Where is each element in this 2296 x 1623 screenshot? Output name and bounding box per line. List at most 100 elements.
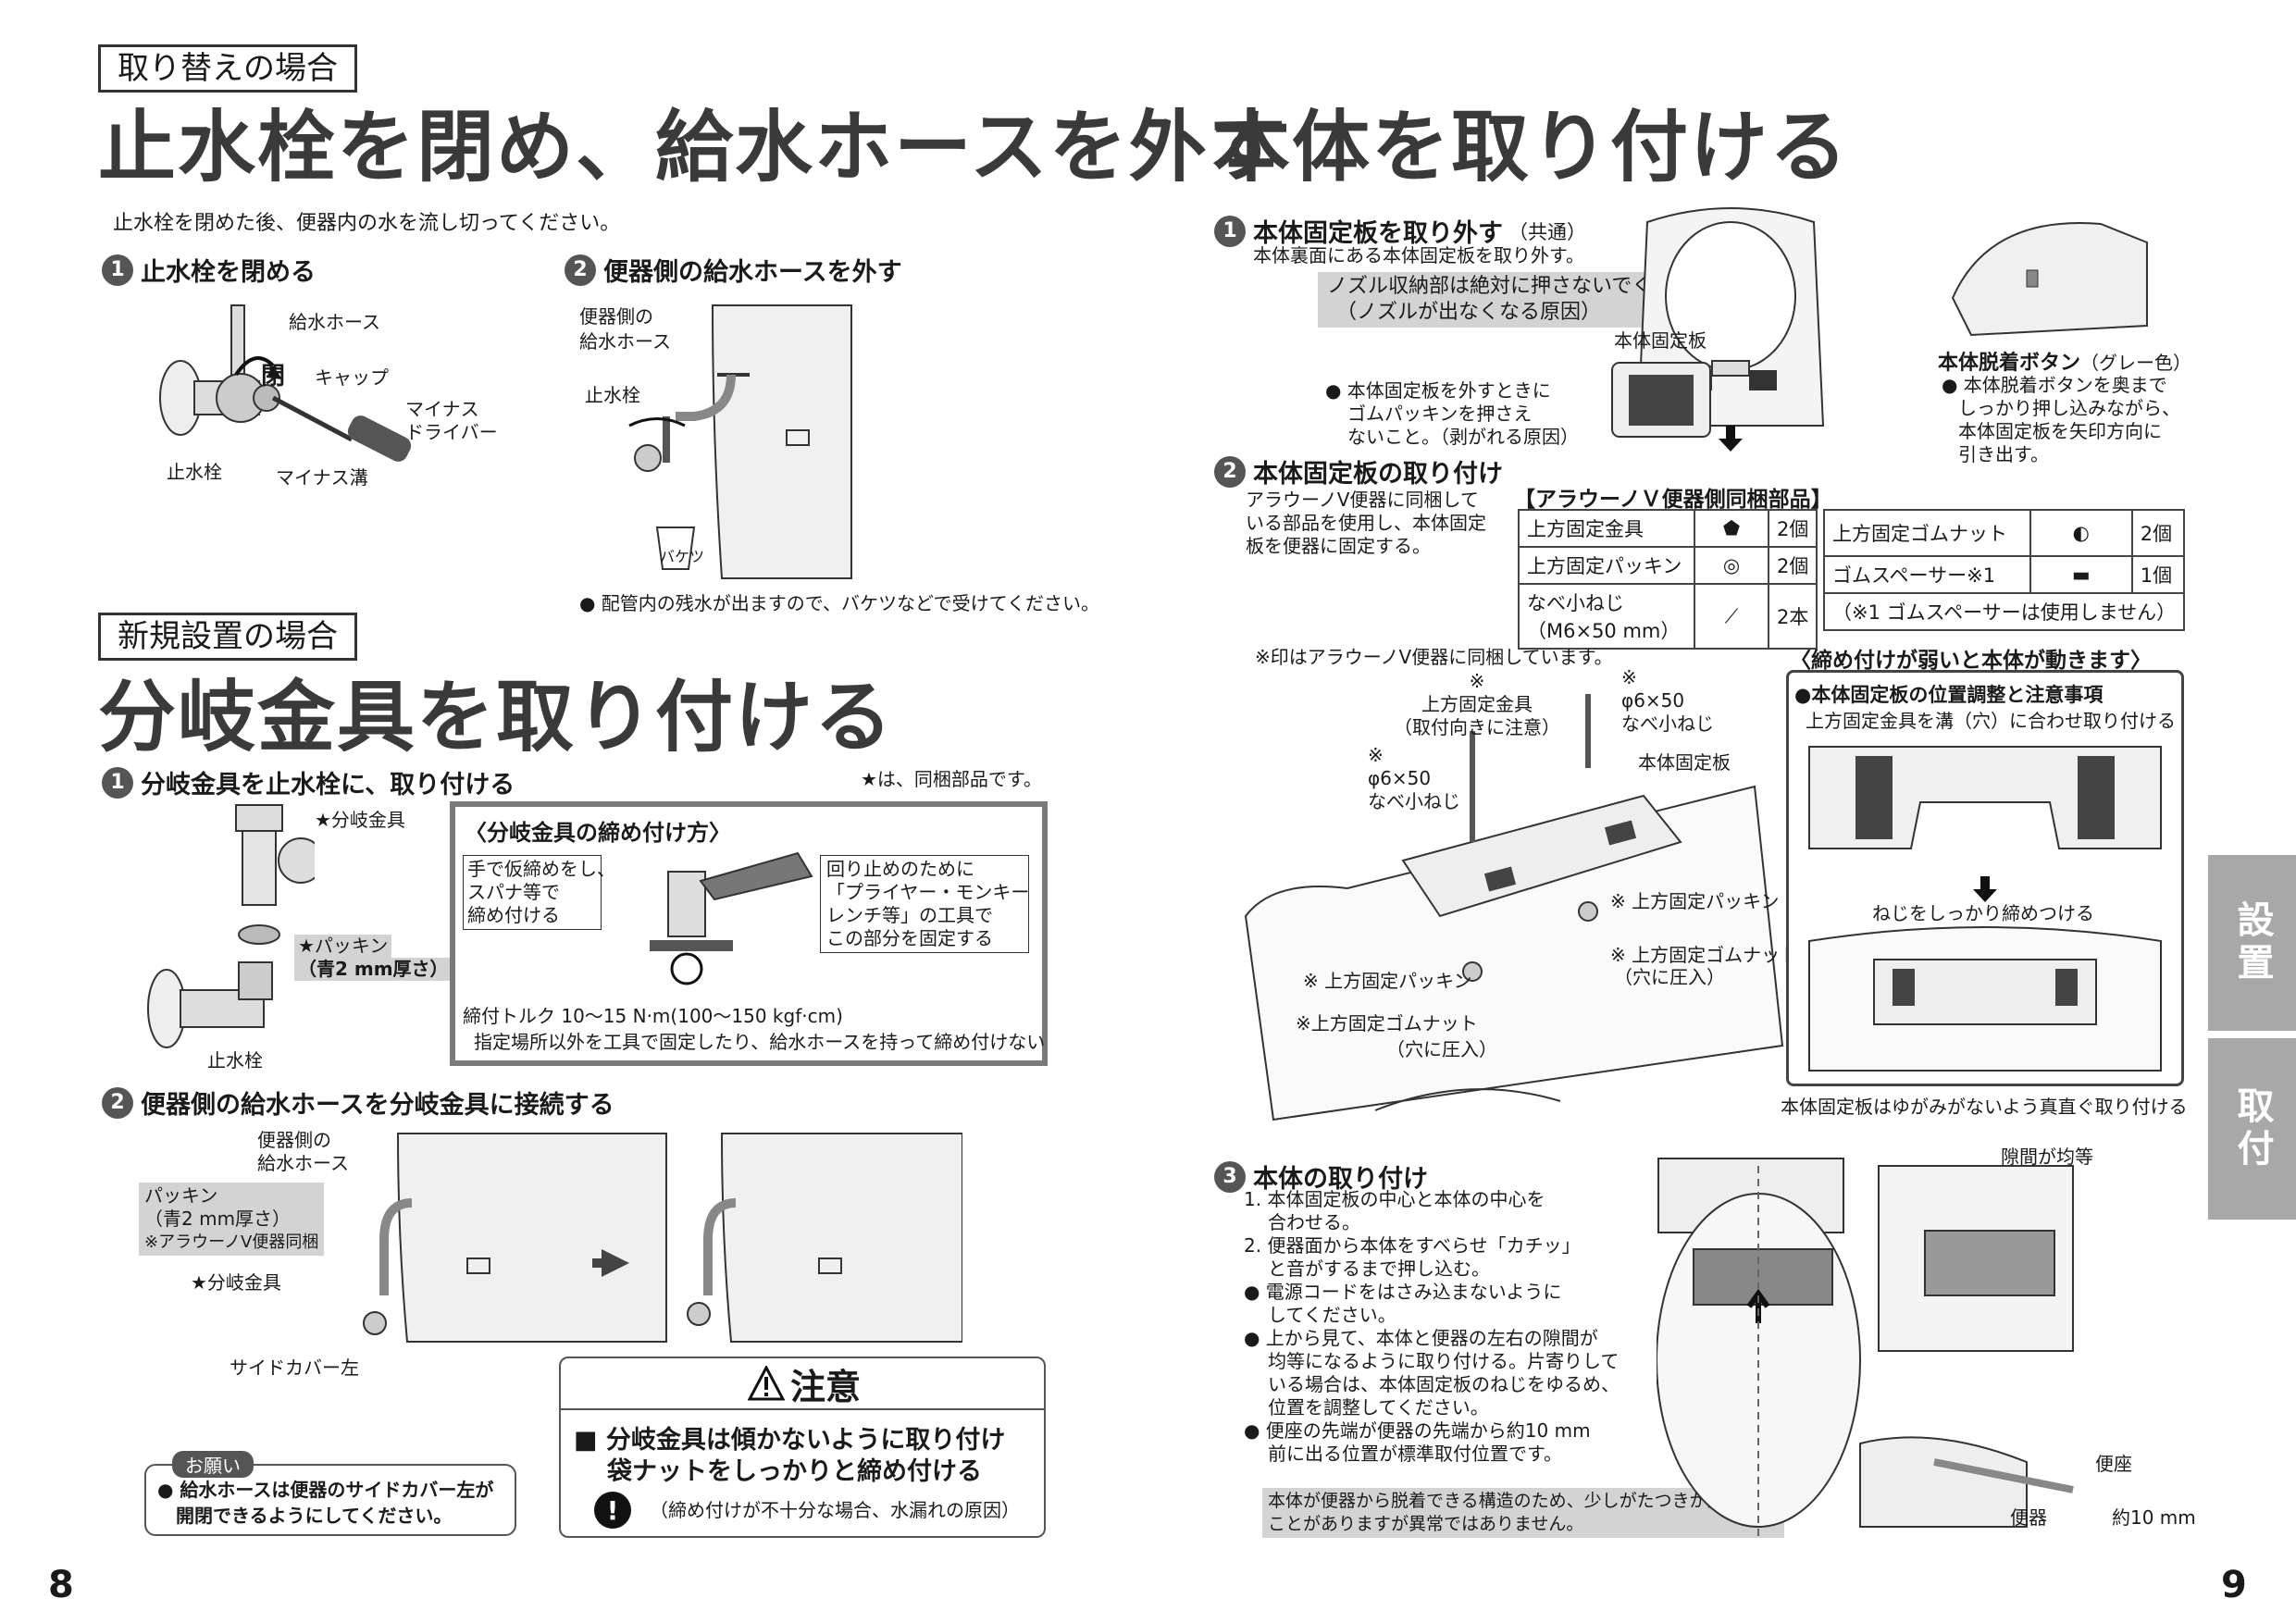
wrench-illustration — [650, 851, 813, 985]
packing-left-label: ※ 上方固定パッキン — [1303, 970, 1472, 992]
plate-alignment-illustration — [1808, 746, 2162, 1072]
rubber-note: ● 本体固定板を外すときに ゴムパッキンを押さえ ないこと。（剥がれる原因） — [1325, 379, 1579, 449]
nut-left-label-2: （穴に圧入） — [1386, 1038, 1497, 1060]
screw-label-right: ※ φ6×50 なべ小ねじ — [1621, 666, 1714, 736]
step-connect-hose: 2 便器側の給水ホースを分岐金具に接続する — [102, 1084, 614, 1121]
instruction-line: と音がするまで押し込む。 — [1268, 1258, 1490, 1280]
part-name: なべ小ねじ（M6×50 mm） — [1518, 583, 1695, 650]
adjust-title: ●本体固定板の位置調整と注意事項 — [1794, 684, 2104, 706]
step-label: 本体の取り付け — [1253, 1165, 1428, 1194]
release-button-title: 本体脱着ボタン（グレー色） — [1938, 346, 2191, 376]
part-qty: 2本 — [1767, 583, 1818, 650]
approx-label: 約10 mm — [2112, 1506, 2196, 1529]
plate-label-exploded: 本体固定板 — [1638, 751, 1731, 774]
part-icon: ▬ — [2029, 555, 2133, 594]
panel-left-note-line: 手で仮締めをし、 — [467, 858, 615, 880]
parts-table-right: 上方固定ゴムナット◐2個 ゴムスペーサー※1▬1個 （※1 ゴムスペーサーは使用… — [1822, 509, 2186, 631]
rubber-packing-detail — [1611, 362, 1711, 438]
tab-install[interactable]: 取付 — [2208, 1038, 2296, 1220]
bracket-label-line: ※ — [1469, 670, 1485, 692]
instruction-line: 2. 便器面から本体をすべらせ「カチッ」 — [1244, 1234, 1581, 1257]
warning-triangle-icon — [747, 1366, 785, 1401]
bowl-label: 便器 — [2010, 1506, 2047, 1529]
part-icon: ⬟ — [1694, 509, 1769, 548]
instruction-line: いる場合は、本体固定板のねじをゆるめ、 — [1268, 1373, 1620, 1395]
step-label: 分岐金具を止水栓に、取り付ける — [141, 771, 515, 799]
tab-setup[interactable]: 設置 — [2208, 855, 2296, 1031]
label-plate: 本体固定板 — [1614, 329, 1706, 352]
step-remove-plate: 1 本体固定板を取り外す （共通） — [1214, 213, 1586, 249]
label-close: 閉 — [261, 363, 286, 390]
bracket-label: ※ 上方固定金具 （取付向きに注意） — [1394, 670, 1560, 739]
label-valve: 止水栓 — [167, 461, 222, 483]
panel-left-note: 手で仮締めをし、 スパナ等で 締め付ける — [463, 855, 615, 930]
step-label: 止水栓を閉める — [141, 258, 316, 287]
step-number: 2 — [1214, 455, 1246, 488]
step-attach-fitting: 1 分岐金具を止水栓に、取り付ける — [102, 764, 515, 800]
intro-text: 止水栓を閉めた後、便器内の水を流し切ってください。 — [113, 212, 621, 235]
step-attach-unit: 3 本体の取り付け — [1214, 1158, 1428, 1195]
tightening-warning: 指定場所以外を工具で固定したり、給水ホースを持って締め付けない — [474, 1031, 1046, 1053]
panel-right-note-line: この部分を固定する — [826, 927, 993, 949]
step-label: 便器側の給水ホースを分岐金具に接続する — [141, 1091, 614, 1120]
attach-unit-instructions: 1. 本体固定板の中心と本体の中心を 合わせる。 2. 便器面から本体をすべらせ… — [1244, 1188, 1620, 1466]
screw-label-line: なべ小ねじ — [1621, 712, 1714, 735]
step-attach-plate: 2 本体固定板の取り付け — [1214, 453, 1503, 489]
caution-line: ■ 分岐金具は傾かないように取り付け — [574, 1426, 1006, 1455]
label-packing-1: ★パッキン — [294, 935, 392, 958]
label-branch-fitting: ★分岐金具 — [315, 809, 405, 831]
loose-warning-title: 〈締め付けが弱いと本体が動きます〉 — [1790, 649, 2152, 673]
packing-callout-line: ※アラウーノV便器同梱 — [144, 1233, 319, 1252]
step-suffix: （共通） — [1508, 220, 1586, 243]
part-qty: 2個 — [1767, 509, 1818, 548]
position-adjust-box: ●本体固定板の位置調整と注意事項 上方固定金具を溝（穴）に合わせ取り付ける ねじ… — [1786, 670, 2184, 1086]
label-valve-3: 止水栓 — [207, 1049, 263, 1072]
step-label: 本体固定板の取り付け — [1253, 460, 1503, 489]
step-number: 3 — [1214, 1160, 1246, 1193]
attach-plate-desc: アラウーノV便器に同梱して いる部品を使用し、本体固定 板を便器に固定する。 — [1246, 489, 1486, 558]
caution-title: 注意 — [789, 1366, 861, 1407]
rattle-note: 本体が便器から脱着できる構造のため、少しがたつきが生じる ことがありますが異常で… — [1262, 1488, 1784, 1538]
bracket-label-line: 上方固定金具 — [1421, 693, 1533, 715]
caution-reason: （締め付けが不十分な場合、水漏れの原因） — [650, 1499, 1020, 1521]
table-row: （※1 ゴムスペーサーは使用しません） — [1822, 592, 2186, 631]
rubber-note-line: ゴムパッキンを押さえ — [1347, 403, 1533, 425]
release-note-line: しっかり押し込みながら、 — [1958, 397, 2180, 419]
step-close-valve: 1 止水栓を閉める — [102, 252, 316, 288]
release-note-line: 本体固定板を矢印方向に — [1958, 420, 2162, 442]
step-number: 1 — [102, 254, 133, 286]
gap-label: 隙間が均等 — [2001, 1146, 2093, 1168]
label-bucket: バケツ — [660, 548, 705, 565]
parts-footnote: （※1 ゴムスペーサーは使用しません） — [1822, 592, 2186, 631]
part-name: 上方固定パッキン — [1518, 546, 1695, 585]
part-name: 上方固定ゴムナット — [1823, 509, 2031, 557]
step-number: 1 — [1214, 215, 1246, 247]
rubber-note-line: ● 本体固定板を外すときに — [1325, 379, 1551, 402]
unit-install-illustration — [1657, 1158, 2074, 1536]
caution-box: 注意 ■ 分岐金具は傾かないように取り付け 袋ナットをしっかりと締め付ける ! … — [559, 1357, 1046, 1538]
parts-title: 【アラウーノＶ便器側同梱部品】 — [1514, 488, 1832, 512]
panel-right-note-line: レンチ等」の工具で — [826, 904, 993, 926]
screw-label-line: ※ — [1368, 744, 1384, 766]
table-row: ゴムスペーサー※1▬1個 — [1823, 555, 2186, 594]
packing-right-label: ※ 上方固定パッキン — [1610, 890, 1780, 912]
label-hose-1: 便器側の — [579, 305, 653, 328]
label-cap: キャップ — [315, 366, 389, 389]
star-note: ★は、同梱部品です。 — [861, 768, 1042, 790]
label-packing-2: （青2 mm厚さ） — [294, 958, 453, 981]
request-badge: お願い — [172, 1451, 254, 1478]
instruction-line: してください。 — [1268, 1304, 1396, 1326]
instruction-line: 均等になるように取り付ける。片寄りして — [1268, 1350, 1620, 1372]
label-hose-conn-1: 便器側の — [257, 1129, 331, 1151]
packing-callout-line: （青2 mm厚さ） — [144, 1208, 292, 1230]
remove-plate-desc: 本体裏面にある本体固定板を取り外す。 — [1253, 244, 1584, 266]
panel-left-note-line: 締め付ける — [467, 904, 560, 926]
step-number: 2 — [102, 1086, 133, 1119]
page-title-right: 本体を取り付ける — [1212, 102, 1850, 192]
request-card: お願い ● 給水ホースは便器のサイドカバー左が 開閉できるようにしてください。 — [144, 1451, 516, 1536]
instruction-line: 前に出る位置が標準取付位置です。 — [1268, 1443, 1562, 1465]
part-qty: 2個 — [1767, 546, 1818, 585]
adjust-bottom-note: 本体固定板はゆがみがないよう真直ぐ取り付ける — [1781, 1096, 2188, 1118]
nut-right-label: ※ 上方固定ゴムナット — [1610, 944, 1799, 966]
request-line: ● 給水ホースは便器のサイドカバー左が — [157, 1479, 494, 1501]
